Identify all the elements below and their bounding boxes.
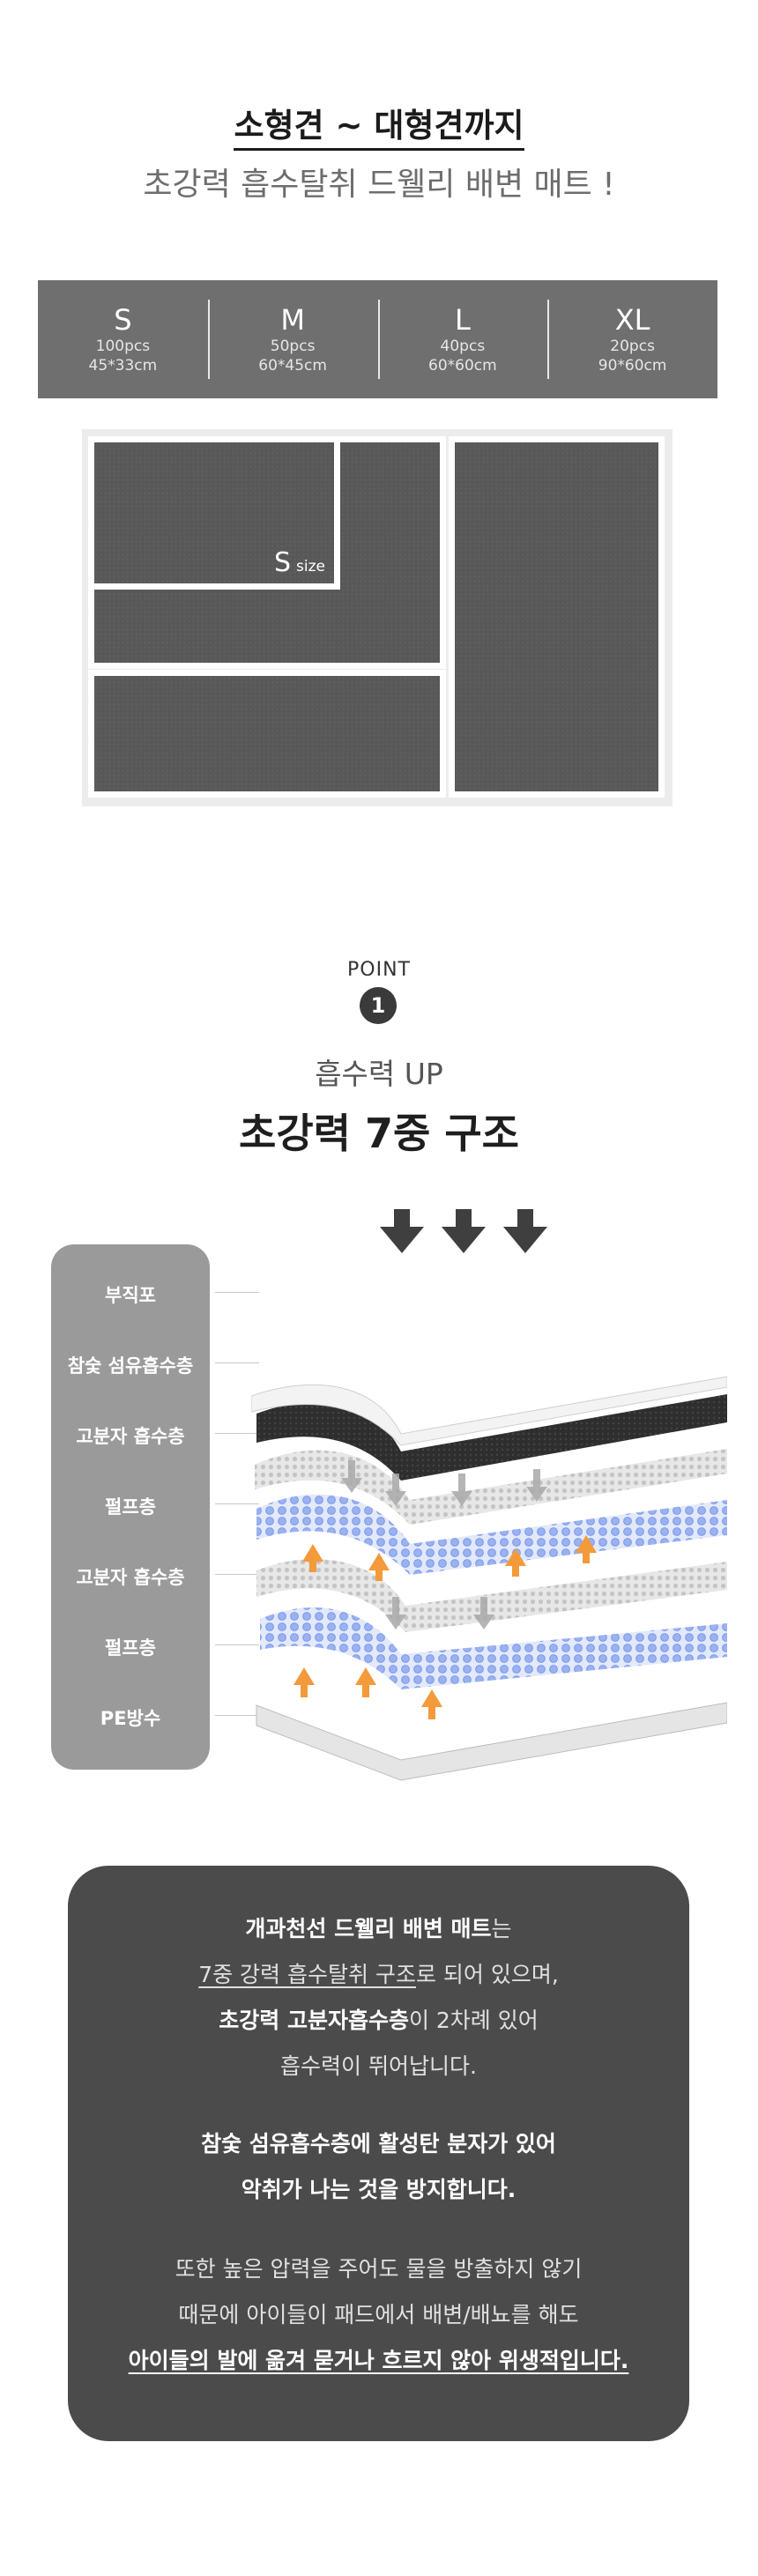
up-arrow-icon bbox=[294, 1535, 597, 1719]
size-m: M 50pcs 60*45cm bbox=[207, 280, 378, 398]
size-table: S 100pcs 45*33cm M 50pcs 60*45cm L 40pcs… bbox=[38, 280, 717, 398]
point-label: POINT bbox=[347, 959, 411, 981]
layer-structure-illustration bbox=[251, 1209, 727, 1781]
info-line: 악취가 나는 것을 방지합니다. bbox=[241, 2177, 516, 2202]
size-count: 40pcs bbox=[440, 338, 486, 355]
pulp-layer-2 bbox=[260, 1607, 727, 1689]
size-s: S 100pcs 45*33cm bbox=[38, 280, 208, 398]
info-line: 흡수력이 뛰어납니다. bbox=[280, 2053, 477, 2079]
size-name: S bbox=[114, 303, 132, 337]
text: 로 되어 있으며, bbox=[415, 1962, 559, 1987]
down-arrow-icon bbox=[380, 1209, 547, 1253]
layer-label: PE방수 bbox=[100, 1708, 161, 1729]
info-line: 참숯 섬유흡수층에 활성탄 분자가 있어 bbox=[201, 2131, 556, 2157]
absorb-arrow-icon bbox=[341, 1460, 547, 1629]
leader-line bbox=[215, 1644, 259, 1645]
layer-label: 참숯 섬유흡수층 bbox=[67, 1355, 194, 1377]
info-line: 또한 높은 압력을 주어도 물을 방출하지 않기 bbox=[175, 2256, 583, 2282]
layer-label: 고분자 흡수층 bbox=[76, 1426, 185, 1447]
size-xl: XL 20pcs 90*60cm bbox=[547, 280, 717, 398]
leader-line bbox=[215, 1503, 259, 1504]
text: 는 bbox=[491, 1916, 512, 1941]
text: 이 2차례 있어 bbox=[408, 2008, 539, 2033]
section-subtitle: 초강력 흡수탈취 드웰리 배변 매트 ! bbox=[143, 167, 615, 203]
layer-label: 펄프층 bbox=[105, 1496, 156, 1518]
size-dims: 60*60cm bbox=[428, 357, 497, 375]
size-name: XL bbox=[614, 303, 650, 337]
info-line: 아이들의 발에 옮겨 묻거나 흐르지 않아 위생적입니다. bbox=[128, 2348, 629, 2373]
info-line: 개과천선 드웰리 배변 매트는 bbox=[68, 1912, 689, 1943]
leader-line bbox=[215, 1715, 259, 1716]
point-subtitle: 흡수력 UP bbox=[315, 1057, 443, 1091]
title-text: 소형견 ~ 대형견까지 bbox=[234, 107, 524, 151]
leader-line bbox=[215, 1574, 259, 1575]
point-number-badge: 1 bbox=[360, 987, 397, 1024]
info-box: 개과천선 드웰리 배변 매트는 7중 강력 흡수탈취 구조로 되어 있으며, 초… bbox=[68, 1866, 689, 2441]
size-dims: 60*45cm bbox=[258, 357, 327, 375]
size-l: L 40pcs 60*60cm bbox=[377, 280, 548, 398]
s-size-suffix: size bbox=[296, 558, 325, 575]
bold-text: 초강력 고분자흡수층 bbox=[219, 2008, 409, 2033]
pe-layer bbox=[256, 1702, 727, 1781]
size-name: M bbox=[280, 303, 305, 337]
underlined-text: 7중 강력 흡수탈취 구조 bbox=[198, 1962, 416, 1987]
mat-m bbox=[94, 676, 440, 791]
nonwoven-layer bbox=[251, 1376, 727, 1446]
layer-label: 부직포 bbox=[105, 1285, 156, 1306]
layer-label: 펄프층 bbox=[105, 1637, 156, 1659]
section-title: 소형견 ~ 대형견까지 bbox=[0, 99, 758, 151]
layer-label: 고분자 흡수층 bbox=[76, 1567, 185, 1588]
size-dims: 45*33cm bbox=[88, 357, 158, 375]
size-dims: 90*60cm bbox=[598, 357, 667, 375]
s-size-letter: S bbox=[273, 547, 292, 578]
polymer-layer-2 bbox=[256, 1559, 727, 1632]
layer-legend: 부직포 참숯 섬유흡수층 고분자 흡수층 펄프층 고분자 흡수층 펄프층 PE방… bbox=[51, 1244, 210, 1770]
leader-line bbox=[215, 1362, 259, 1363]
polymer-layer-1 bbox=[255, 1449, 727, 1525]
point-title: 초강력 7중 구조 bbox=[239, 1110, 519, 1157]
info-line: 7중 강력 흡수탈취 구조로 되어 있으며, bbox=[68, 1957, 689, 1989]
leader-line bbox=[215, 1433, 259, 1434]
mat-xl bbox=[455, 442, 658, 791]
bold-text: 개과천선 드웰리 배변 매트 bbox=[245, 1916, 492, 1941]
size-count: 20pcs bbox=[610, 338, 655, 355]
size-name: L bbox=[454, 303, 471, 337]
pulp-layer-1 bbox=[256, 1494, 727, 1575]
size-count: 50pcs bbox=[270, 338, 316, 355]
info-line: 초강력 고분자흡수층이 2차례 있어 bbox=[68, 2003, 689, 2035]
leader-line bbox=[215, 1292, 259, 1293]
info-line: 때문에 아이들이 패드에서 배변/배뇨를 해도 bbox=[178, 2302, 579, 2327]
size-count: 100pcs bbox=[95, 338, 151, 355]
charcoal-layer bbox=[256, 1394, 727, 1481]
